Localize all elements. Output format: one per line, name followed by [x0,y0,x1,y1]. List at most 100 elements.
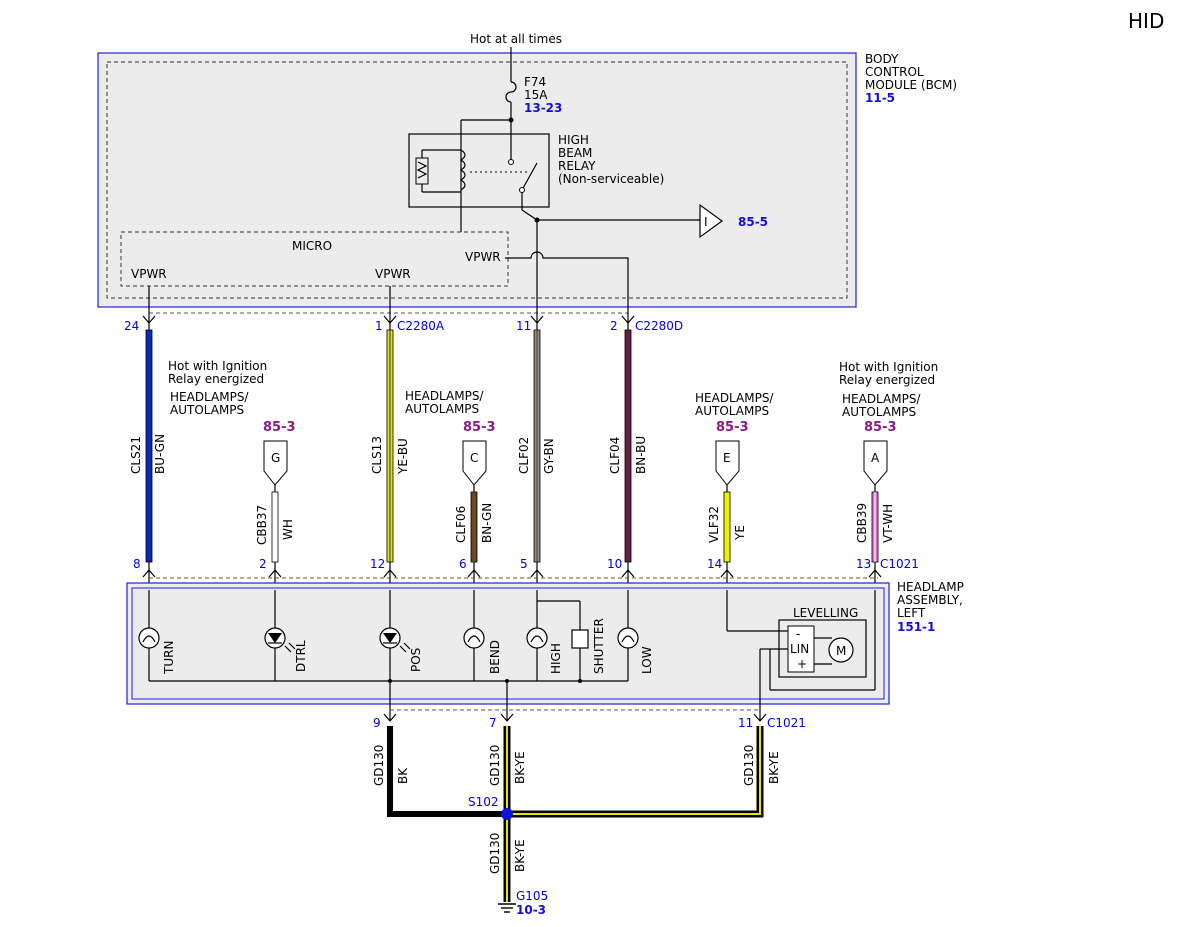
levelling-label: LEVELLING [793,606,858,620]
lamp-label: TURN [162,641,176,675]
svg-text:85-3: 85-3 [263,420,296,435]
ground-pin-markers [383,713,767,722]
ground-wire-labels: GD130 BK GD130 BK-YE GD130 BK-YE GD130 B… [372,745,781,874]
svg-text:WH: WH [281,519,295,540]
note-hot-ignition-left: Hot with Ignition Relay energized HEADLA… [168,359,267,417]
svg-text:MODULE (BCM): MODULE (BCM) [865,78,957,92]
low-lamp-icon [617,627,639,649]
lamp-label: HIGH [549,643,563,674]
pin-number: 9 [373,716,381,730]
svg-text:14: 14 [707,557,722,571]
lamp-label: SHUTTER [592,618,606,674]
wire-cbb39 [871,491,879,563]
pin-number: 1 [375,319,383,333]
dtrl-led-icon [264,627,296,653]
bcm-name: BODY CONTROL MODULE (BCM) 11-5 [865,52,957,105]
svg-text:GY-BN: GY-BN [542,438,556,474]
connector-id: C1021 [767,716,806,730]
pin-number: 24 [124,319,139,333]
svg-text:AUTOLAMPS: AUTOLAMPS [695,404,769,418]
relay-label: HIGH BEAM RELAY (Non-serviceable) [558,133,664,186]
svg-text:+: + [797,657,807,671]
svg-text:85-3: 85-3 [864,420,897,435]
pin-number: 11 [516,319,531,333]
lamp-label: DTRL [294,640,308,672]
wire-labels: CLS21 BU-GN CBB37 WH CLS13 YE-BU CLF06 B… [129,434,895,545]
svg-text:HEADLAMPS/: HEADLAMPS/ [405,389,484,403]
lin-block [787,625,815,673]
svg-text:13: 13 [856,557,871,571]
pin-number: 2 [610,319,618,333]
fuse-ref: 13-23 [524,101,562,115]
svg-text:HEADLAMPS/: HEADLAMPS/ [695,391,774,405]
svg-text:HEADLAMPS/: HEADLAMPS/ [842,392,921,406]
top-pin-markers [142,312,635,330]
wire-clf04 [624,329,632,563]
flag-g: 85-3 G [263,420,296,492]
wire-clf02 [533,329,541,563]
svg-text:CLF02: CLF02 [517,437,531,474]
micro-block [120,231,509,287]
note-hot-ignition-right: Hot with Ignition Relay energized HEADLA… [839,360,938,419]
svg-text:E: E [723,451,731,465]
svg-text:85-3: 85-3 [463,420,496,435]
vpwr-label: VPWR [465,250,501,264]
wire-vlf32 [723,491,731,563]
ground-wire-bk-ye [503,726,764,902]
svg-text:HIGH: HIGH [558,133,589,147]
svg-text:BU-GN: BU-GN [153,434,167,474]
svg-text:-: - [796,627,800,641]
svg-text:YE: YE [733,525,747,541]
svg-text:CLS21: CLS21 [129,436,143,474]
svg-text:RELAY: RELAY [558,159,596,173]
svg-text:VT-WH: VT-WH [881,504,895,543]
svg-text:AUTOLAMPS: AUTOLAMPS [405,402,479,416]
svg-text:GD130: GD130 [372,745,386,786]
ground-wire-bk [387,726,507,817]
svg-text:LIN: LIN [790,642,809,656]
svg-text:AUTOLAMPS: AUTOLAMPS [170,403,244,417]
lower-connector-id: C1021 [880,557,919,571]
svg-text:BEAM: BEAM [558,146,592,160]
splice-label: S102 [468,795,499,809]
wire-cls13 [386,329,394,563]
svg-text:BN-GN: BN-GN [480,503,494,543]
ground-name: G105 [516,889,548,903]
svg-text:Relay energized: Relay energized [168,372,264,386]
assembly-internal-wiring [148,590,876,720]
connector-id: C2280D [635,319,683,333]
svg-text:GD130: GD130 [742,745,756,786]
svg-text:AUTOLAMPS: AUTOLAMPS [842,405,916,419]
svg-text:BN-BU: BN-BU [634,436,648,474]
turn-lamp-icon [138,627,160,649]
svg-text:10: 10 [607,557,622,571]
svg-text:CLS13: CLS13 [370,436,384,474]
motor-icon [828,637,854,663]
ground-symbol-icon [498,903,516,913]
svg-text:5: 5 [520,557,528,571]
relay-switch-icon [521,162,538,191]
page-code: HID [1128,9,1164,33]
output-ref: 85-5 [738,215,768,229]
pos-led-icon [379,627,411,653]
svg-text:12: 12 [370,557,385,571]
svg-text:GD130: GD130 [488,833,502,874]
bcm-inner-outline [106,61,848,299]
bcm-module-outline [97,52,857,308]
levelling-module [778,619,867,678]
svg-text:HEADLAMP: HEADLAMP [897,580,964,594]
svg-text:Hot with Ignition: Hot with Ignition [839,360,938,374]
wire-clf06 [470,491,478,563]
svg-text:BK-YE: BK-YE [513,839,527,872]
lower-pin-numbers: 8 2 12 6 5 10 14 13 C1021 [133,557,919,571]
svg-text:VLF32: VLF32 [707,506,721,543]
vpwr-label: VPWR [375,267,411,281]
svg-text:CLF04: CLF04 [608,437,622,474]
svg-text:A: A [871,451,880,465]
pin-number: 7 [489,716,497,730]
svg-text:8: 8 [133,557,141,571]
svg-text:LEFT: LEFT [897,606,926,620]
note-headlamps-mid: HEADLAMPS/ AUTOLAMPS [405,389,484,416]
svg-text:85-3: 85-3 [716,420,749,435]
bcm-ref: 11-5 [865,91,895,105]
